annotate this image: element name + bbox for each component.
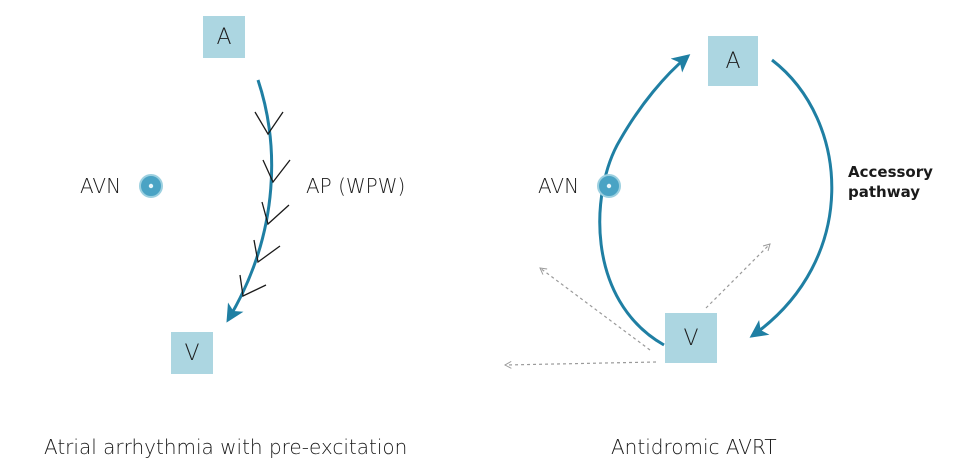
avn-label: AVN bbox=[538, 174, 580, 198]
ventricle-box: V bbox=[665, 313, 717, 363]
conduction-ticks bbox=[239, 111, 291, 297]
pathway-label: AP (WPW) bbox=[306, 174, 406, 198]
accessory-pathway-arc-arrow bbox=[749, 58, 834, 338]
accessory-pathway-label-line1: Accessory bbox=[848, 163, 933, 181]
ventricle-label: V bbox=[683, 325, 699, 351]
atrium-box: A bbox=[708, 36, 758, 86]
ventricle-label: V bbox=[184, 340, 200, 366]
accessory-pathway-label-line2: pathway bbox=[848, 183, 921, 202]
atrium-label: A bbox=[725, 48, 741, 74]
retrograde-arc-arrow bbox=[598, 54, 691, 347]
atrium-label: A bbox=[216, 24, 232, 50]
atrium-box: A bbox=[203, 16, 245, 58]
left-caption: Atrial arrhythmia with pre-excitation bbox=[44, 435, 408, 459]
accessory-pathway-arrow bbox=[226, 79, 274, 323]
ventricle-box: V bbox=[171, 332, 213, 374]
dashed-spread-arrows bbox=[503, 243, 771, 369]
avn-node-icon bbox=[139, 174, 163, 198]
accessory-pathway-label: Accessory pathway bbox=[848, 162, 933, 203]
right-caption: Antidromic AVRT bbox=[611, 435, 777, 459]
avn-label: AVN bbox=[80, 174, 122, 198]
avn-node-icon bbox=[597, 174, 621, 198]
